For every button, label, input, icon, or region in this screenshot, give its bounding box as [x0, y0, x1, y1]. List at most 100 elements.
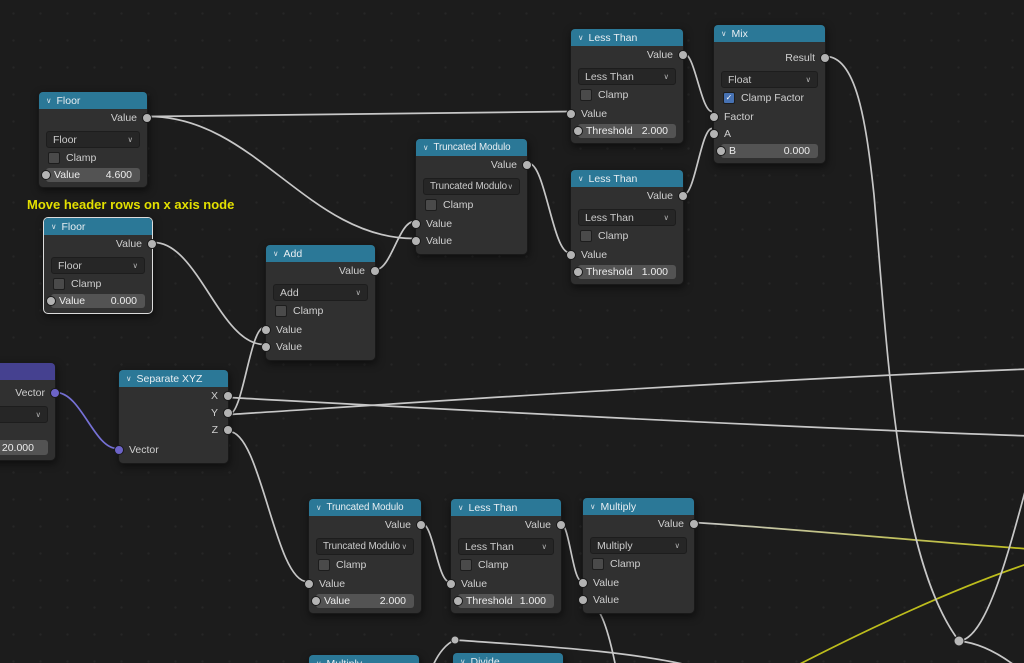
node-header[interactable]: ∨ Add	[266, 245, 375, 262]
operation-dropdown[interactable]: Less Than ∨	[578, 209, 676, 226]
link-lessthan2-to-mix-a[interactable]	[683, 127, 713, 196]
b-value-field[interactable]: B 0.000	[716, 144, 818, 158]
link-separate-z-to-truncmod2-value[interactable]	[228, 430, 308, 583]
operation-dropdown[interactable]: Truncated Modulo ∨	[316, 538, 414, 555]
node-header[interactable]	[0, 363, 55, 380]
node-floor-2[interactable]: ∨ Floor Value Floor ∨ Clamp Value 0.000	[43, 217, 157, 314]
socket-vector-output[interactable]	[50, 387, 60, 398]
value-field[interactable]: 20.000	[0, 440, 48, 455]
collapse-chevron-icon[interactable]: ∨	[316, 660, 322, 663]
node-vector-partial[interactable]: Vector ∨ 20.000	[0, 362, 60, 461]
node-truncated-modulo-2[interactable]: ∨ Truncated Modulo Value Truncated Modul…	[304, 498, 426, 614]
operation-dropdown[interactable]: Truncated Modulo ∨	[423, 178, 520, 195]
threshold-field[interactable]: Threshold 1.000	[573, 265, 676, 279]
node-header[interactable]: ∨ Truncated Modulo	[416, 139, 527, 156]
link-reroute-down-right[interactable]	[958, 640, 1018, 663]
socket-value-input[interactable]	[411, 218, 421, 229]
clamp-checkbox[interactable]	[48, 152, 60, 164]
socket-value-output[interactable]	[678, 49, 688, 60]
socket-value-input[interactable]	[261, 341, 271, 352]
socket-value-input[interactable]	[453, 596, 463, 606]
value-field[interactable]: Value 0.000	[46, 294, 145, 308]
socket-value-output[interactable]	[142, 112, 152, 123]
collapse-chevron-icon[interactable]: ∨	[578, 32, 584, 42]
node-header[interactable]: ∨ Less Than	[451, 499, 561, 516]
socket-x-output[interactable]	[223, 390, 233, 401]
socket-value-input[interactable]	[411, 235, 421, 246]
node-less-than-2[interactable]: ∨ Less Than Value Less Than ∨ Clamp Valu…	[566, 169, 688, 285]
node-floor-1[interactable]: ∨ Floor Value Floor ∨ Clamp Value 4.600	[38, 91, 152, 188]
reroute-node-small[interactable]	[450, 635, 460, 645]
node-header[interactable]: ∨ Divide	[453, 653, 563, 663]
dropdown[interactable]: ∨	[0, 406, 48, 423]
socket-value-output[interactable]	[147, 238, 157, 249]
link-separate-y-to-add-value1[interactable]	[228, 326, 265, 416]
collapse-chevron-icon[interactable]: ∨	[126, 373, 132, 383]
socket-value-input[interactable]	[304, 578, 314, 589]
clamp-checkbox[interactable]	[580, 230, 592, 242]
link-lessthan1-to-mix-factor[interactable]	[683, 52, 713, 113]
collapse-chevron-icon[interactable]: ∨	[46, 95, 52, 105]
clamp-checkbox[interactable]	[592, 558, 604, 570]
operation-dropdown[interactable]: Floor ∨	[46, 131, 140, 148]
value-field[interactable]: Value 2.000	[311, 594, 414, 608]
collapse-chevron-icon[interactable]: ∨	[721, 28, 727, 38]
socket-value-input[interactable]	[311, 596, 321, 606]
node-separate-xyz[interactable]: ∨ Separate XYZ X Y Z Vector	[114, 369, 233, 464]
node-header[interactable]: ∨ Floor	[39, 92, 147, 109]
socket-value-output[interactable]	[678, 190, 688, 201]
clamp-checkbox[interactable]	[318, 559, 330, 571]
operation-dropdown[interactable]: Less Than ∨	[578, 68, 676, 85]
link-vector-to-separate-input[interactable]	[55, 391, 118, 450]
threshold-field[interactable]: Threshold 2.000	[573, 124, 676, 138]
node-less-than-3[interactable]: ∨ Less Than Value Less Than ∨ Clamp Valu…	[446, 498, 566, 614]
node-divide-partial[interactable]: ∨ Divide	[452, 652, 564, 663]
link-reroute-up-right[interactable]	[958, 488, 1024, 642]
socket-value-input[interactable]	[573, 126, 583, 136]
link-floor1-to-lessthan1-value[interactable]	[148, 110, 570, 118]
collapse-chevron-icon[interactable]: ∨	[458, 502, 464, 512]
socket-y-output[interactable]	[223, 407, 233, 418]
socket-value-input[interactable]	[578, 577, 588, 588]
data-type-dropdown[interactable]: Float ∨	[721, 71, 818, 88]
link-truncmod2-to-lessthan3-value[interactable]	[421, 522, 450, 583]
node-header[interactable]: ∨ Floor	[44, 218, 152, 235]
node-header[interactable]: ∨ Mix	[714, 25, 825, 42]
node-header[interactable]: ∨ Multiply	[309, 655, 419, 663]
operation-dropdown[interactable]: Less Than ∨	[458, 538, 554, 555]
socket-factor-input[interactable]	[709, 111, 719, 122]
link-separate-y-to-right-edge[interactable]	[228, 368, 1024, 416]
reroute-node-large[interactable]	[953, 635, 965, 647]
node-multiply-partial[interactable]: ∨ Multiply	[308, 654, 420, 663]
clamp-checkbox[interactable]	[275, 305, 287, 317]
socket-value-output[interactable]	[689, 518, 699, 529]
collapse-chevron-icon[interactable]: ∨	[578, 173, 584, 183]
node-header[interactable]: ∨ Separate XYZ	[119, 370, 228, 387]
socket-value-input[interactable]	[261, 324, 271, 335]
socket-z-output[interactable]	[223, 424, 233, 435]
node-mix[interactable]: ∨ Mix Result Float ∨ ✓ Clamp Factor Fact…	[709, 24, 830, 164]
collapse-chevron-icon[interactable]: ∨	[51, 221, 57, 231]
node-header[interactable]: ∨ Truncated Modulo	[309, 499, 421, 516]
socket-a-input[interactable]	[709, 128, 719, 139]
socket-value-input[interactable]	[446, 578, 456, 589]
link-floor2-to-add-value2[interactable]	[153, 241, 265, 346]
node-header[interactable]: ∨ Less Than	[571, 29, 683, 46]
link-lessthan3-to-multiply-value1[interactable]	[560, 522, 582, 582]
socket-value-output[interactable]	[416, 519, 426, 530]
node-header[interactable]: ∨ Less Than	[571, 170, 683, 187]
collapse-chevron-icon[interactable]: ∨	[460, 656, 466, 663]
link-floor1-to-truncmod1-value2[interactable]	[148, 115, 415, 240]
socket-value-input[interactable]	[566, 249, 576, 260]
clamp-checkbox[interactable]	[460, 559, 472, 571]
socket-vector-input[interactable]	[114, 444, 124, 455]
node-add[interactable]: ∨ Add Value Add ∨ Clamp Value Value	[261, 244, 380, 361]
threshold-field[interactable]: Threshold 1.000	[453, 594, 554, 608]
clamp-checkbox[interactable]	[53, 278, 65, 290]
socket-b-input[interactable]	[716, 146, 726, 156]
collapse-chevron-icon[interactable]: ∨	[590, 501, 596, 511]
socket-value-output[interactable]	[556, 519, 566, 530]
socket-value-input[interactable]	[46, 296, 56, 306]
collapse-chevron-icon[interactable]: ∨	[273, 248, 279, 258]
socket-value-input[interactable]	[573, 267, 583, 277]
